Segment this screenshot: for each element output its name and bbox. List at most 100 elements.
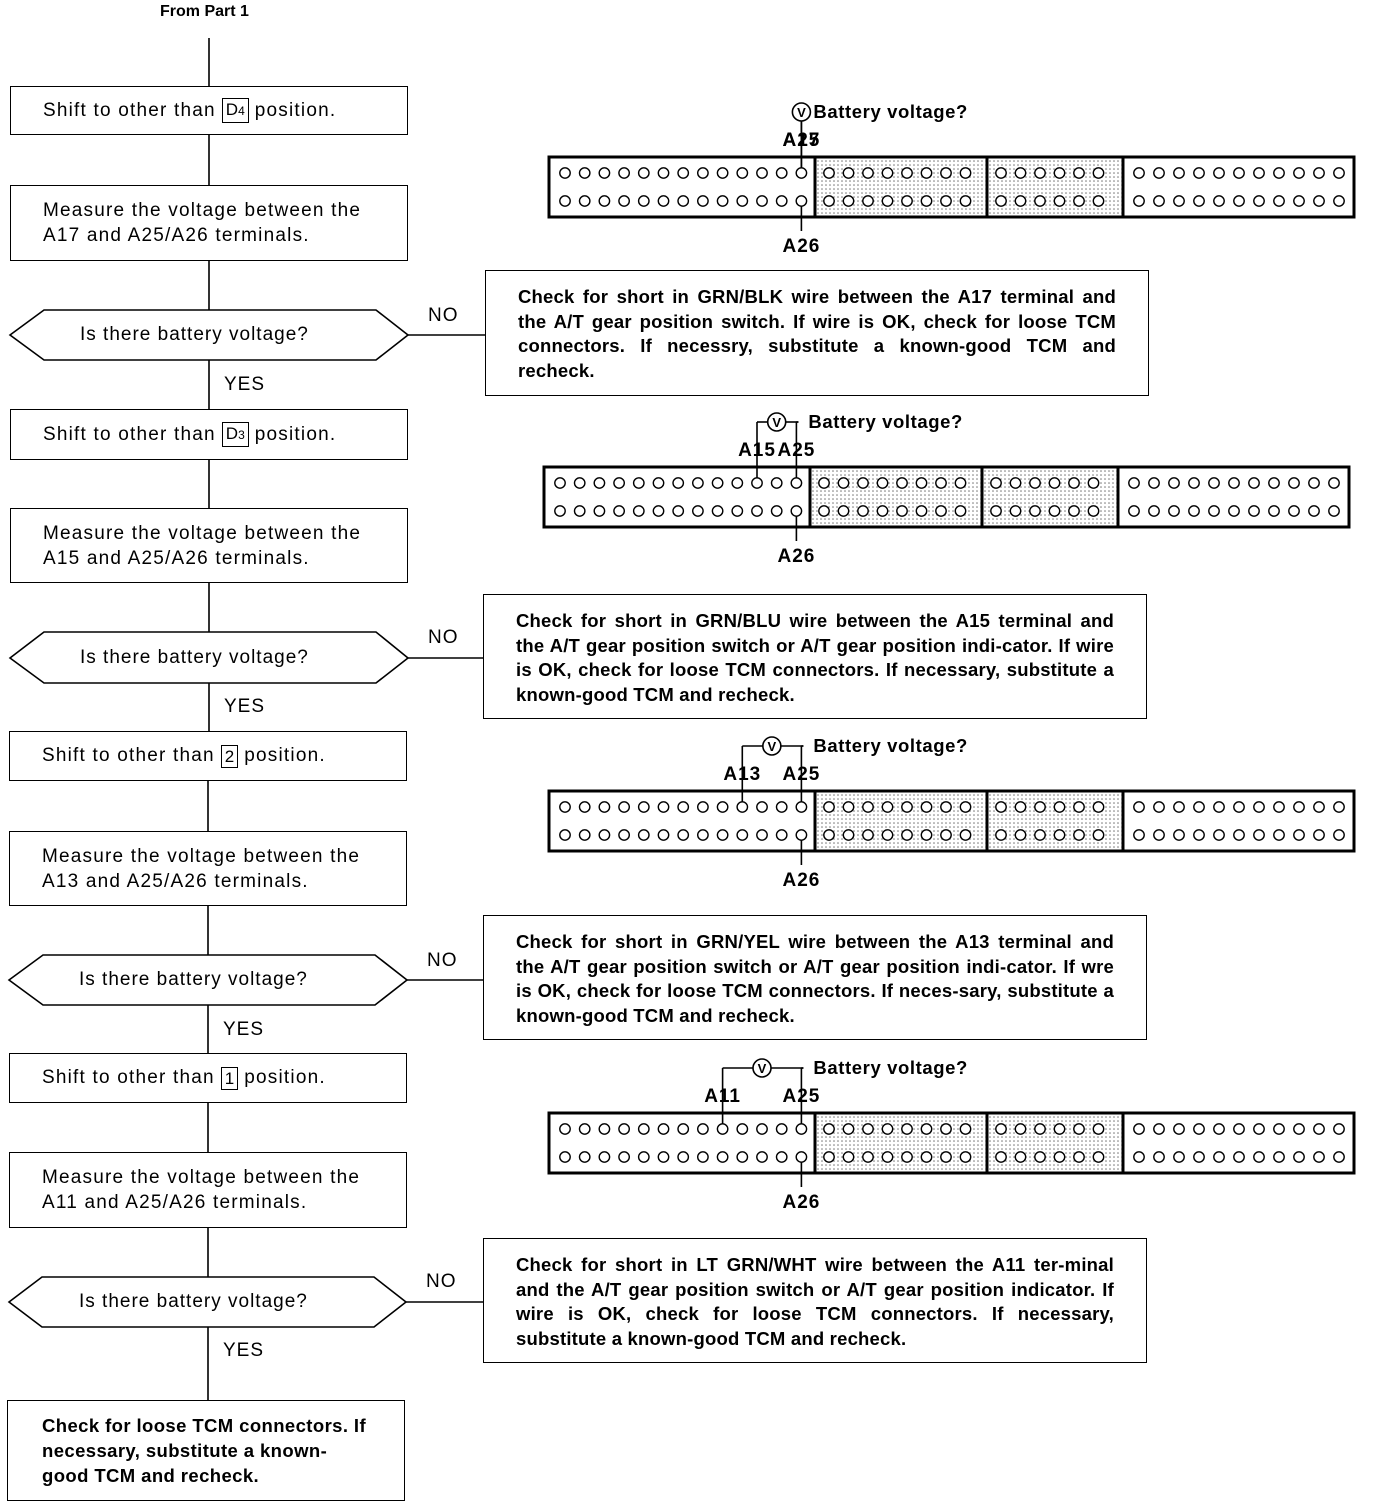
- terminal-pin: [940, 167, 952, 179]
- terminal-pin: [876, 477, 889, 489]
- terminal-pin: [915, 505, 928, 517]
- terminal-pin: [1092, 195, 1105, 207]
- terminal-pin: [823, 167, 835, 179]
- terminal-label: A26: [777, 546, 815, 567]
- terminal-pin: [795, 801, 808, 813]
- terminal-pin: [1133, 167, 1145, 179]
- terminal-label: A15: [738, 440, 776, 461]
- terminal-pin: [823, 829, 835, 841]
- terminal-pin: [751, 477, 763, 489]
- terminal-pin: [1293, 167, 1305, 179]
- terminal-pin: [920, 1151, 933, 1163]
- yes-label: YES: [223, 1019, 265, 1040]
- terminal-pin: [775, 1123, 788, 1135]
- terminal-pin: [881, 801, 894, 813]
- terminal-pin: [1128, 477, 1140, 489]
- decision-shape: [7, 954, 409, 1006]
- decision-question: Is there battery voltage?: [80, 324, 309, 345]
- terminal-pin: [857, 477, 869, 489]
- terminal-pin: [1273, 1151, 1285, 1163]
- shift-text-end: position.: [244, 1067, 326, 1088]
- terminal-pin: [1333, 167, 1345, 179]
- terminal-pin: [1092, 829, 1105, 841]
- terminal-pin: [1034, 1151, 1046, 1163]
- terminal-pin: [795, 195, 808, 207]
- terminal-pin: [901, 829, 913, 841]
- terminal-pin: [1328, 477, 1340, 489]
- terminal-pin: [559, 167, 571, 179]
- terminal-pin: [1173, 195, 1185, 207]
- terminal-pin: [696, 167, 709, 179]
- terminal-pin: [959, 829, 972, 841]
- shift-text: Shift to other than: [42, 745, 215, 766]
- terminal-pin: [578, 801, 591, 813]
- terminal-pin: [1053, 829, 1066, 841]
- terminal-pin: [920, 167, 933, 179]
- terminal-pin: [1053, 195, 1066, 207]
- terminal-pin: [598, 167, 611, 179]
- terminal-pin: [1053, 1123, 1066, 1135]
- terminal-pin: [995, 1151, 1007, 1163]
- terminal-pin: [1029, 505, 1041, 517]
- measure-line-1: Measure the voltage between the: [43, 522, 362, 544]
- terminal-pin: [1268, 505, 1280, 517]
- terminal-pin: [657, 1123, 670, 1135]
- no-action-box: Check for short in LT GRN/WHT wire betwe…: [483, 1238, 1147, 1363]
- terminal-pin: [775, 195, 788, 207]
- voltmeter-icon: [752, 1058, 772, 1078]
- terminal-pin: [618, 801, 631, 813]
- measure-line-1: Measure the voltage between the: [42, 845, 361, 867]
- terminal-pin: [731, 505, 744, 517]
- terminal-pin: [1153, 829, 1165, 841]
- terminal-pin: [995, 167, 1007, 179]
- terminal-pin: [959, 1151, 972, 1163]
- shift-position-key: D3: [221, 422, 249, 447]
- terminal-label: A25: [782, 1086, 820, 1107]
- terminal-pin: [1014, 195, 1027, 207]
- terminal-pin: [1233, 829, 1245, 841]
- no-action-box: Check for short in GRN/BLU wire between …: [483, 594, 1147, 719]
- terminal-pin: [881, 167, 894, 179]
- terminal-pin: [598, 1123, 611, 1135]
- terminal-pin: [1253, 829, 1265, 841]
- terminal-pin: [876, 505, 889, 517]
- terminal-pin: [790, 505, 803, 517]
- shaded-section: [813, 1111, 989, 1175]
- terminal-pin: [1293, 195, 1305, 207]
- terminal-pin: [920, 829, 933, 841]
- terminal-pin: [1073, 829, 1085, 841]
- shift-step-box: Shift to other than 1 position.: [9, 1053, 407, 1103]
- terminal-pin: [1213, 167, 1225, 179]
- terminal-pin: [995, 801, 1007, 813]
- terminal-pin: [756, 195, 768, 207]
- terminal-pin: [920, 195, 933, 207]
- terminal-pin: [1233, 1151, 1245, 1163]
- terminal-pin: [736, 801, 749, 813]
- terminal-pin: [1213, 801, 1225, 813]
- terminal-pin: [1153, 195, 1165, 207]
- terminal-pin: [1173, 801, 1185, 813]
- terminal-pin: [736, 829, 749, 841]
- terminal-pin: [770, 505, 783, 517]
- terminal-pin: [696, 801, 709, 813]
- terminal-pin: [1173, 829, 1185, 841]
- terminal-pin: [731, 477, 744, 489]
- battery-voltage-question: Battery voltage?: [808, 411, 963, 432]
- terminal-pin: [598, 195, 611, 207]
- no-label: NO: [427, 950, 458, 971]
- terminal-pin: [959, 1123, 972, 1135]
- measure-line-2: A11 and A25/A26 terminals.: [42, 1192, 308, 1213]
- terminal-pin: [696, 829, 709, 841]
- terminal-pin: [795, 1151, 808, 1163]
- terminal-pin: [1034, 1123, 1046, 1135]
- terminal-pin: [881, 829, 894, 841]
- terminal-pin: [1133, 829, 1145, 841]
- terminal-pin: [618, 829, 631, 841]
- terminal-pin: [1273, 167, 1285, 179]
- battery-voltage-question: Battery voltage?: [813, 1057, 968, 1078]
- terminal-pin: [598, 1151, 611, 1163]
- terminal-pin: [1133, 1151, 1145, 1163]
- terminal-pin: [775, 1151, 788, 1163]
- terminal-pin: [1233, 801, 1245, 813]
